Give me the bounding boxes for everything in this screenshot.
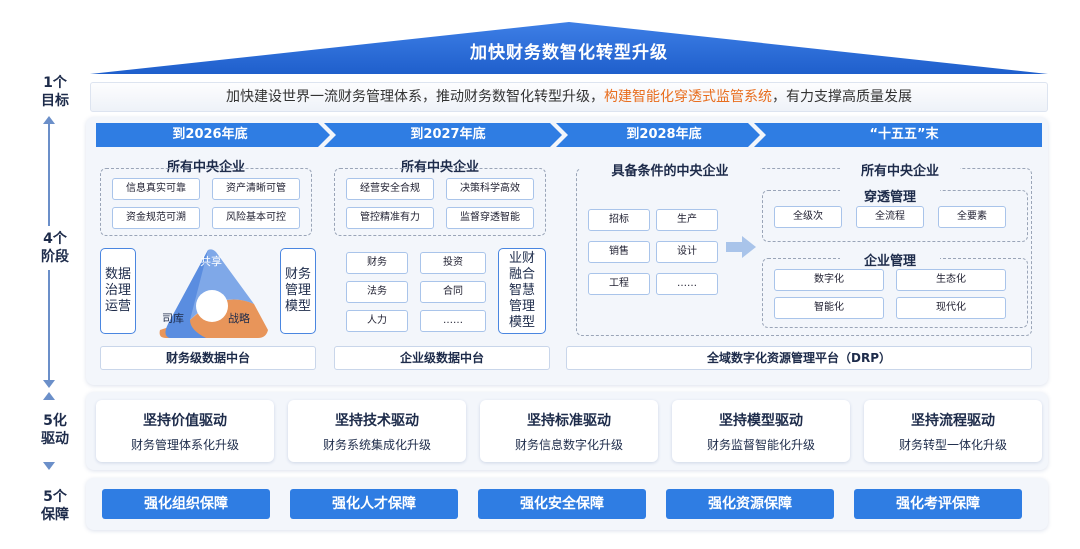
enterprise-item: 智能化 bbox=[774, 297, 884, 319]
penetrate-item: 全要素 bbox=[938, 206, 1006, 228]
guarantee-item: 强化考评保障 bbox=[854, 489, 1022, 519]
stage1-chip: 资金规范可溯 bbox=[112, 207, 200, 229]
drive-card: 坚持价值驱动财务管理体系化升级 bbox=[96, 400, 274, 462]
label-guarantees: 5个保障 bbox=[41, 489, 69, 523]
enterprise-item: 现代化 bbox=[896, 297, 1006, 319]
stage1-chip: 资产清晰可管 bbox=[212, 178, 300, 200]
drive-card: 坚持标准驱动财务信息数字化升级 bbox=[480, 400, 658, 462]
platform-finance-datacenter: 财务级数据中台 bbox=[100, 346, 316, 370]
data-governance-box: 数据治理运营 bbox=[100, 248, 136, 334]
enterprise-item: 生态化 bbox=[896, 269, 1006, 291]
transition-arrow-icon bbox=[726, 236, 756, 258]
business-finance-model-box: 业财融合智慧管理模型 bbox=[498, 248, 546, 334]
goal-statement: 加快建设世界一流财务管理体系，推动财务数智化转型升级，构建智能化穿透式监管系统，… bbox=[90, 82, 1048, 112]
stage34-box bbox=[576, 168, 1032, 336]
stage-timeline bbox=[96, 123, 1042, 147]
goal-highlight: 构建智能化穿透式监管系统 bbox=[604, 89, 772, 105]
stage3-grid-item: …… bbox=[656, 273, 718, 295]
stage2-grid-item: 合同 bbox=[420, 281, 486, 303]
stage3-grid-item: 销售 bbox=[588, 241, 650, 263]
axis-arrow-down-icon bbox=[43, 380, 55, 388]
stage1-title: 所有中央企业 bbox=[166, 160, 245, 175]
stage2-grid-item: 投资 bbox=[420, 252, 486, 274]
drive-card: 坚持模型驱动财务监督智能化升级 bbox=[672, 400, 850, 462]
stage-2026: 到2026年底 bbox=[172, 127, 248, 142]
triangle-top-label: 共享 bbox=[200, 255, 222, 268]
stage2-grid-item: 法务 bbox=[346, 281, 408, 303]
roof-title: 加快财务数智化转型升级 bbox=[470, 43, 668, 63]
roof-banner bbox=[90, 22, 1048, 74]
platform-enterprise-datacenter: 企业级数据中台 bbox=[334, 346, 550, 370]
guarantee-item: 强化组织保障 bbox=[102, 489, 270, 519]
stage-2028: 到2028年底 bbox=[626, 127, 702, 142]
guarantee-item: 强化资源保障 bbox=[666, 489, 834, 519]
platform-drp: 全域数字化资源管理平台（DRP） bbox=[566, 346, 1032, 370]
stage3-title: 具备条件的中央企业 bbox=[580, 160, 760, 179]
label-goal: 1个目标 bbox=[41, 75, 69, 109]
axis-arrow-up-icon bbox=[43, 392, 55, 400]
enterprise-mgmt-title: 企业管理 bbox=[840, 250, 940, 269]
stage2-title: 所有中央企业 bbox=[400, 160, 479, 175]
stage1-chip: 风险基本可控 bbox=[212, 207, 300, 229]
stage2-chip: 经营安全合规 bbox=[346, 178, 434, 200]
drive-card: 坚持流程驱动财务转型一体化升级 bbox=[864, 400, 1042, 462]
stage3-grid-item: 招标 bbox=[588, 209, 650, 231]
stage2-grid-item: 人力 bbox=[346, 310, 408, 332]
stage-15th-five-year: “十五五”末 bbox=[869, 127, 939, 142]
triangle-right-label: 战略 bbox=[228, 312, 250, 325]
stage3-grid-item: 工程 bbox=[588, 273, 650, 295]
stage3-grid-item: 设计 bbox=[656, 241, 718, 263]
stage2-chip: 决策科学高效 bbox=[446, 178, 534, 200]
axis-arrow-up-icon bbox=[43, 116, 55, 124]
stage-2027: 到2027年底 bbox=[410, 127, 486, 142]
stage2-goals-box bbox=[334, 168, 546, 236]
triangle-left-label: 司库 bbox=[162, 312, 184, 325]
penetrate-item: 全流程 bbox=[856, 206, 924, 228]
stage2-chip: 管控精准有力 bbox=[346, 207, 434, 229]
penetrate-item: 全级次 bbox=[774, 206, 842, 228]
stage2-chip: 监督穿透智能 bbox=[446, 207, 534, 229]
triangle-diagram bbox=[159, 249, 268, 338]
axis-line bbox=[48, 270, 50, 382]
stage2-grid-item: 财务 bbox=[346, 252, 408, 274]
stage1-chip: 信息真实可靠 bbox=[112, 178, 200, 200]
finance-model-box: 财务管理模型 bbox=[280, 248, 316, 334]
enterprise-item: 数字化 bbox=[774, 269, 884, 291]
stage3-grid-item: 生产 bbox=[656, 209, 718, 231]
drive-card: 坚持技术驱动财务系统集成化升级 bbox=[288, 400, 466, 462]
stage2-grid-item: …… bbox=[420, 310, 486, 332]
label-stages: 4个阶段 bbox=[41, 231, 69, 265]
stage1-goals-box bbox=[100, 168, 312, 236]
guarantee-item: 强化安全保障 bbox=[478, 489, 646, 519]
label-drives: 5化驱动 bbox=[41, 413, 69, 447]
stage4-title: 所有中央企业 bbox=[840, 160, 960, 179]
penetrate-title: 穿透管理 bbox=[840, 186, 940, 205]
axis-line bbox=[48, 122, 50, 226]
axis-arrow-down-icon bbox=[43, 462, 55, 470]
guarantee-item: 强化人才保障 bbox=[290, 489, 458, 519]
